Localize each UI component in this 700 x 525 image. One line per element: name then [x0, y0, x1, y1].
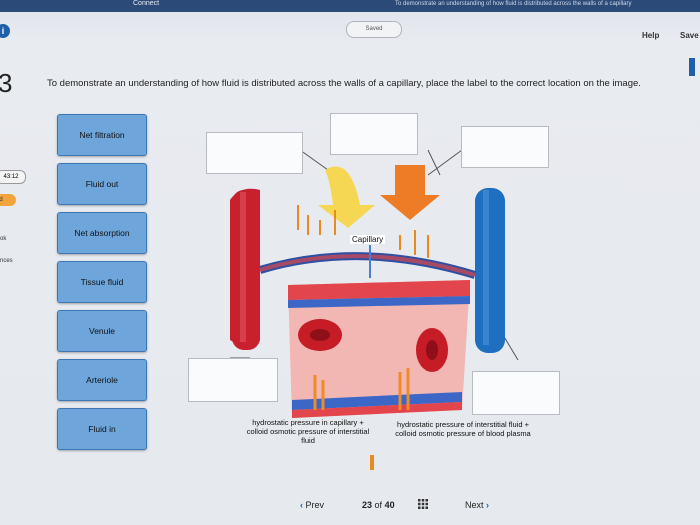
label-net-absorption[interactable]: Net absorption [57, 212, 147, 254]
page-counter: 23 of 40 [362, 500, 395, 510]
grid-icon[interactable] [418, 499, 428, 509]
prev-button[interactable]: ‹ Prev [300, 500, 324, 510]
label-net-filtration[interactable]: Net filtration [57, 114, 147, 156]
chevron-right-icon: › [486, 500, 490, 510]
capillary-diagram [230, 149, 519, 470]
status-badge: ed [0, 194, 16, 206]
label-tissue-fluid[interactable]: Tissue fluid [57, 261, 147, 303]
save-button[interactable]: Save [680, 31, 699, 40]
prev-label: Prev [305, 500, 325, 510]
sidebar-item-ok[interactable]: ok [0, 236, 7, 242]
venule-vessel [475, 188, 505, 353]
dropzone-3[interactable] [461, 126, 549, 168]
label-fluid-out[interactable]: Fluid out [57, 163, 147, 205]
top-bar: Connect To demonstrate an understanding … [0, 0, 700, 12]
caption-left: hydrostatic pressure in capillary + coll… [246, 418, 370, 445]
label-arteriole[interactable]: Arteriole [57, 359, 147, 401]
fluid-in-arrow [380, 165, 440, 220]
total-pages: 40 [384, 500, 395, 510]
dropzone-1[interactable] [206, 132, 303, 174]
dropzone-4[interactable] [188, 358, 278, 402]
submit-edge[interactable] [689, 58, 695, 76]
label-fluid-in[interactable]: Fluid in [57, 408, 147, 450]
label-venule[interactable]: Venule [57, 310, 147, 352]
sidebar-item-references[interactable]: nces [0, 258, 13, 264]
of-label: of [374, 500, 383, 510]
dropzone-2[interactable] [330, 113, 418, 155]
tissue-section [288, 280, 470, 418]
info-icon[interactable]: i [0, 24, 10, 38]
current-page: 23 [362, 500, 373, 510]
caption-right: hydrostatic pressure of interstitial flu… [395, 420, 531, 438]
saved-indicator: Saved [346, 21, 402, 38]
next-label: Next [465, 500, 484, 510]
question-number: 3 [0, 68, 13, 98]
capillary-label: Capillary [350, 235, 386, 244]
chevron-left-icon: ‹ [300, 500, 303, 510]
dropzone-5[interactable] [472, 371, 560, 415]
fluid-out-arrow [318, 166, 375, 228]
question-text: To demonstrate an understanding of how f… [47, 78, 641, 89]
assignment-title: To demonstrate an understanding of how f… [395, 1, 632, 7]
help-button[interactable]: Help [642, 31, 660, 40]
timer: 43:12 [0, 170, 26, 184]
next-button[interactable]: Next › [465, 500, 489, 510]
connect-brand: Connect [133, 0, 160, 7]
